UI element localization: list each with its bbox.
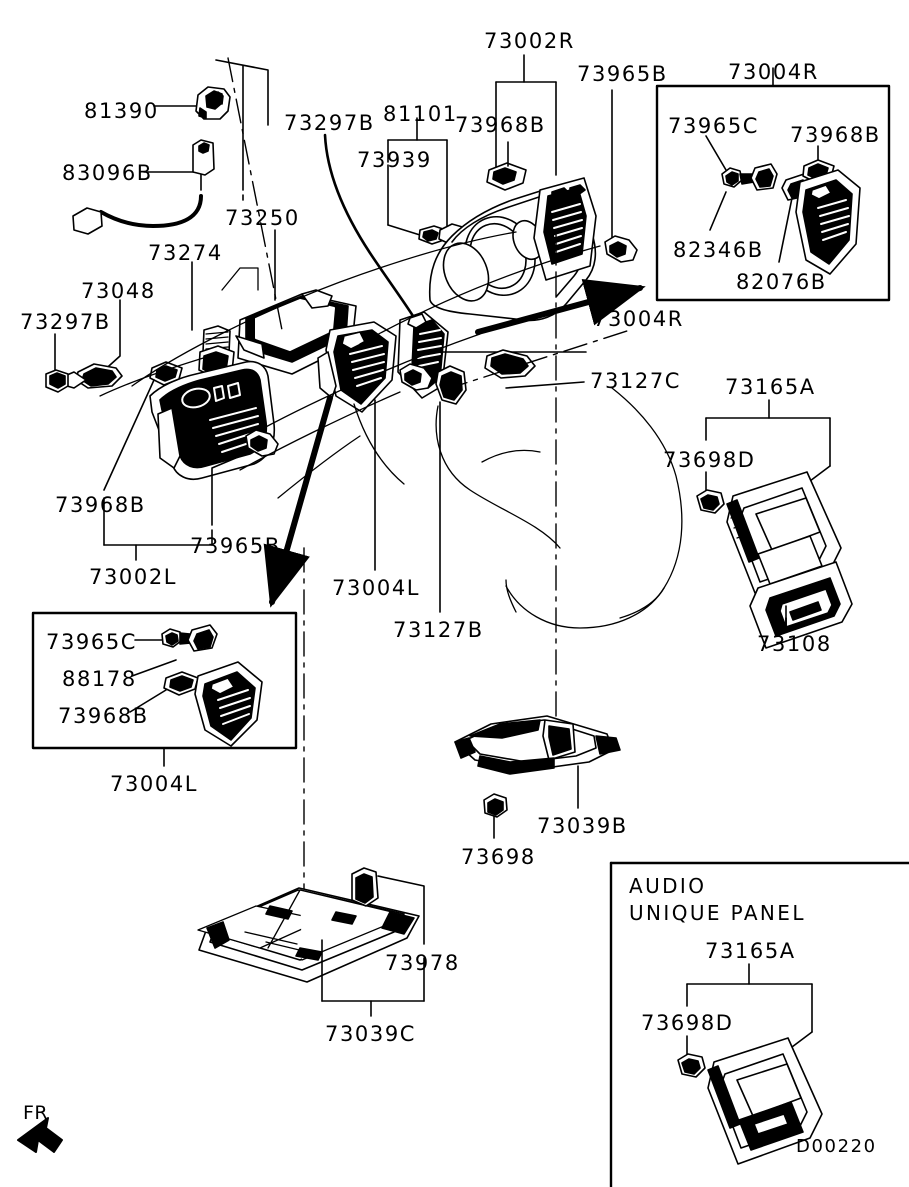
dash-body-outline <box>99 231 683 629</box>
part-83096B <box>72 139 215 235</box>
callout-73165A-audio: 73165A <box>705 939 796 963</box>
callout-81101: 81101 <box>383 102 458 126</box>
part-73108 <box>749 561 853 649</box>
bracket-73039C <box>321 939 425 1017</box>
bracket-81101 <box>387 117 448 231</box>
leader-83096B <box>143 171 202 191</box>
part-73127C <box>484 349 536 379</box>
leader-73965B-left <box>211 451 251 526</box>
audio-box-caption-line1: AUDIO <box>629 874 707 898</box>
leader-73968B-left <box>103 379 155 491</box>
part-73965B-mid <box>399 363 433 391</box>
callout-73002R: 73002R <box>484 29 575 53</box>
callout-73165A-right: 73165A <box>725 375 816 399</box>
leader-73939 <box>387 164 421 236</box>
callout-73698D-audio: 73698D <box>641 1011 734 1035</box>
part-73965B-top <box>604 235 638 263</box>
callout-73039B: 73039B <box>537 814 628 838</box>
callout-88178: 88178 <box>62 667 137 691</box>
callout-73004L-inset: 73004L <box>110 772 199 796</box>
part-73698 <box>483 793 508 818</box>
callout-73965B-top: 73965B <box>577 62 668 86</box>
bracket-73002L <box>103 497 213 561</box>
arrow-to-inset-73004L <box>263 395 333 608</box>
callout-73978: 73978 <box>385 951 460 975</box>
part-73165A-right <box>726 471 842 599</box>
leader-73127C <box>505 381 585 389</box>
callout-73039C: 73039C <box>325 1022 417 1046</box>
callout-73004L-main: 73004L <box>332 576 421 600</box>
callout-81390: 81390 <box>84 99 159 123</box>
part-73978 <box>351 867 379 907</box>
callout-83096B: 83096B <box>62 161 153 185</box>
bracket-73002R <box>495 54 557 176</box>
callout-73698D-right: 73698D <box>663 448 756 472</box>
orientation-label-fr: FR <box>23 1102 49 1124</box>
part-73048 <box>59 363 123 389</box>
leader-73978 <box>377 875 425 945</box>
inset-73004L-contents <box>129 624 263 747</box>
callout-73274: 73274 <box>148 241 223 265</box>
part-73698D-right <box>696 489 725 514</box>
callout-73108: 73108 <box>757 632 832 656</box>
part-73165A-audio <box>707 1037 823 1165</box>
part-73004L <box>317 321 397 413</box>
callout-73002L: 73002L <box>89 565 178 589</box>
part-73039C <box>197 887 420 983</box>
audio-box-caption-line2: UNIQUE PANEL <box>629 901 806 925</box>
part-73002L <box>149 360 276 480</box>
callout-73968B-top: 73968B <box>455 113 546 137</box>
callout-73939: 73939 <box>357 148 432 172</box>
part-73127B <box>435 365 467 405</box>
callout-73965B-left: 73965B <box>190 534 281 558</box>
part-73965B-left <box>245 429 279 457</box>
part-73968B-top <box>486 162 527 191</box>
callout-73127C: 73127C <box>590 369 682 393</box>
part-73297B-left <box>45 369 69 393</box>
bracket-73165A-audio <box>686 963 813 1051</box>
inset-73004R-contents <box>705 135 861 275</box>
callout-73048: 73048 <box>81 279 156 303</box>
inset-box-audio <box>609 861 909 1187</box>
callout-73965C-inset-l: 73965C <box>46 630 138 654</box>
fr-arrow <box>17 1117 63 1153</box>
callout-73968B-inset: 73968B <box>790 123 881 147</box>
callout-73297B-top: 73297B <box>284 111 375 135</box>
part-81390 <box>195 86 231 120</box>
leader-73297B-top <box>323 133 422 329</box>
part-73698D-audio <box>677 1053 706 1078</box>
arrow-to-inset-73004R <box>475 278 646 335</box>
callout-82076B: 82076B <box>736 270 827 294</box>
callout-73968B-inset-l: 73968B <box>58 704 149 728</box>
document-number: D00220 <box>796 1136 877 1157</box>
centerlines <box>227 57 631 911</box>
callout-73965C-inset: 73965C <box>668 114 760 138</box>
leader-73250 <box>215 59 276 301</box>
callout-73004R-inset: 73004R <box>728 60 819 84</box>
part-73039B <box>454 715 621 775</box>
callout-73698: 73698 <box>461 845 536 869</box>
callout-73250: 73250 <box>225 206 300 230</box>
callout-73968B-left: 73968B <box>55 493 146 517</box>
callout-73297B-left: 73297B <box>20 310 111 334</box>
callout-73004R-main: 73004R <box>593 307 684 331</box>
callout-82346B: 82346B <box>673 238 764 262</box>
callout-73127B: 73127B <box>393 618 484 642</box>
